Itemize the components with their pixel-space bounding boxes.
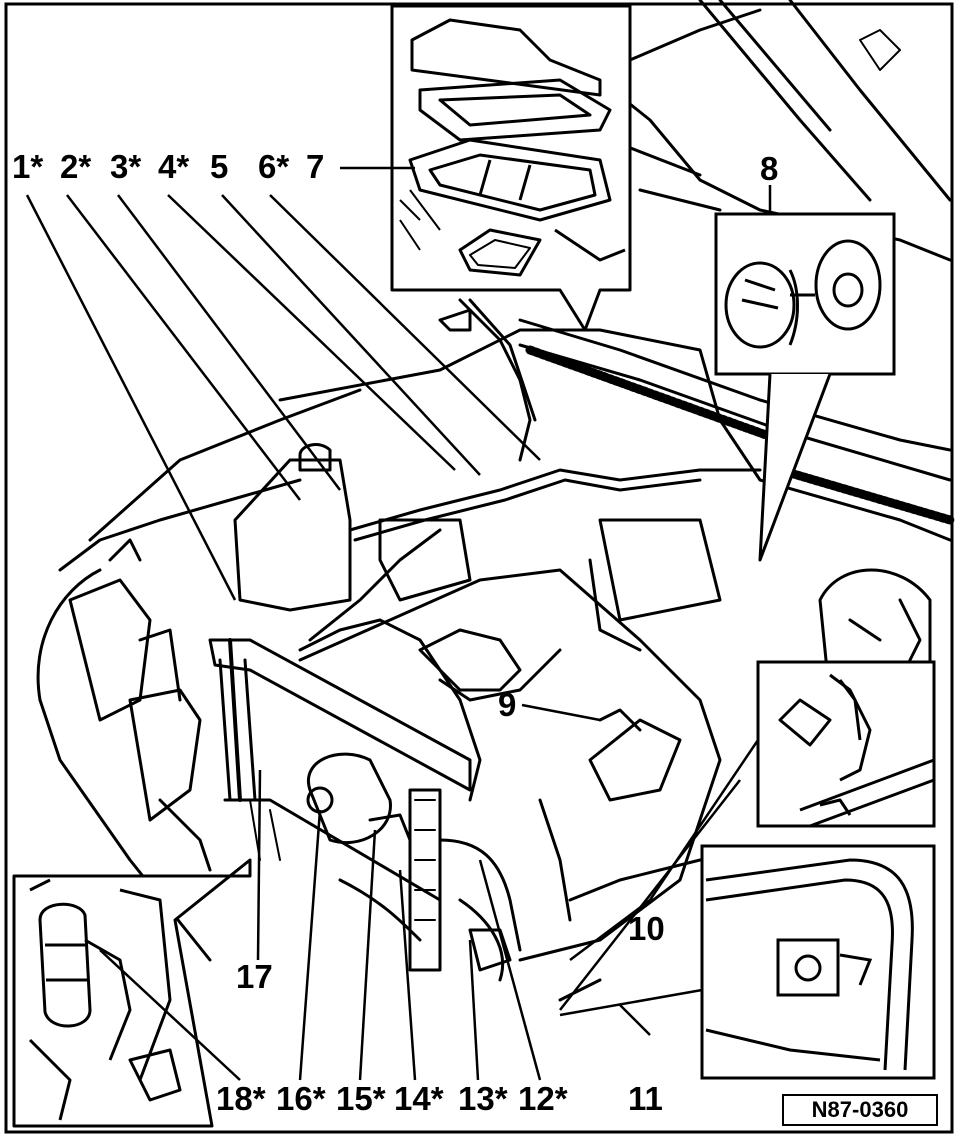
callout-8: 8 <box>760 150 779 187</box>
outer-frame <box>4 2 954 1134</box>
callout-2: 2* <box>60 148 92 185</box>
callout-3: 3* <box>110 148 142 185</box>
callout-6: 6* <box>258 148 290 185</box>
engine-bay-artwork <box>36 0 955 1002</box>
inset-mount <box>700 844 936 1080</box>
callout-5: 5 <box>210 148 229 185</box>
inset-connector <box>756 660 936 828</box>
callout-9: 9 <box>498 686 517 723</box>
callout-7: 7 <box>306 148 325 185</box>
callout-13: 13* <box>458 1080 508 1117</box>
inset-clip <box>714 212 896 562</box>
callout-14: 14* <box>394 1080 444 1117</box>
callout-12: 12* <box>518 1080 568 1117</box>
inset-drier <box>12 858 252 1128</box>
figure-code-box: N87-0360 <box>782 1094 938 1126</box>
callout-11: 11 <box>628 1080 663 1117</box>
callout-4: 4* <box>158 148 190 185</box>
callout-10: 10 <box>628 910 665 947</box>
callout-18: 18* <box>216 1080 266 1117</box>
callout-15: 15* <box>336 1080 386 1117</box>
inset-filter-housing <box>390 4 632 332</box>
callout-16: 16* <box>276 1080 326 1117</box>
leader-lines <box>25 166 772 1081</box>
callout-17: 17 <box>236 958 273 995</box>
callout-1: 1* <box>12 148 44 185</box>
